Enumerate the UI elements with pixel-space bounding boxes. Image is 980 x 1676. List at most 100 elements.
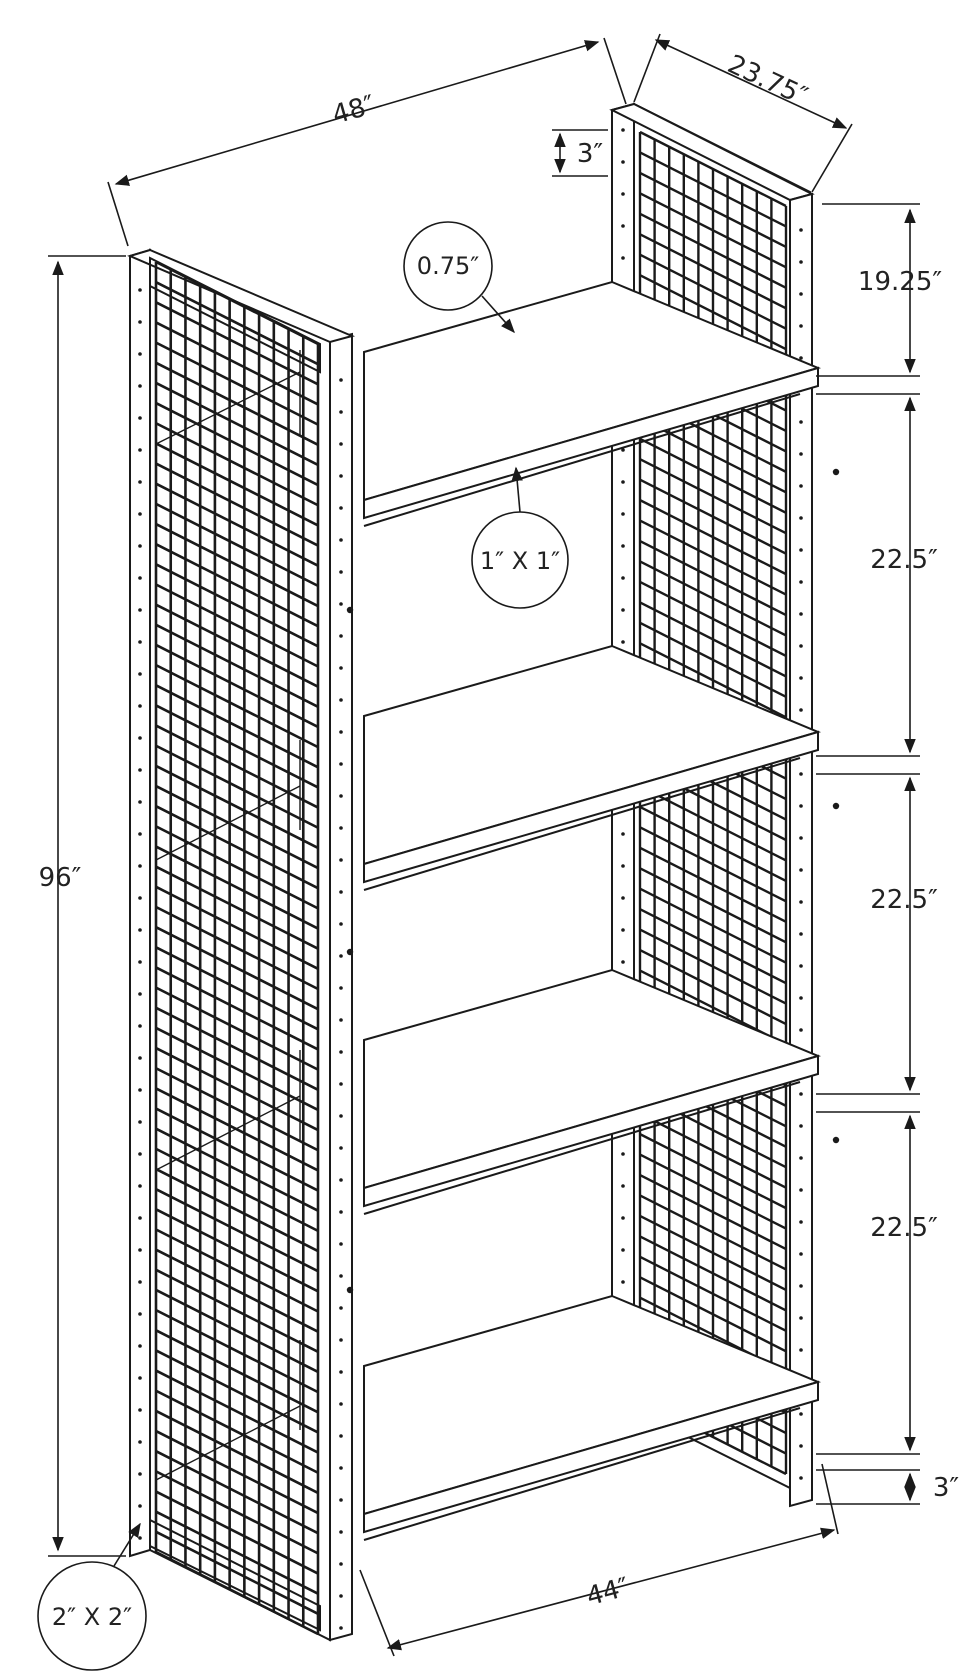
post-hole xyxy=(138,704,142,708)
post-hole xyxy=(138,928,142,932)
post-hole xyxy=(621,896,625,900)
front-grid-horizontal-wire xyxy=(155,1349,319,1434)
rear-grid-horizontal-wire xyxy=(639,560,787,637)
front-grid-horizontal-wire xyxy=(155,1288,319,1374)
post-hole xyxy=(799,1188,803,1192)
front-grid-horizontal-wire xyxy=(155,1308,319,1394)
post-hole xyxy=(138,1280,142,1284)
post-hole xyxy=(339,1146,343,1150)
rear-grid-horizontal-wire xyxy=(639,253,787,330)
post-hole xyxy=(799,1124,803,1128)
rear-grid-horizontal-wire xyxy=(639,130,787,208)
post-hole xyxy=(339,1274,343,1278)
post-hole xyxy=(339,986,343,990)
rear-grid-horizontal-wire xyxy=(639,1194,787,1271)
front-grid-horizontal-wire xyxy=(155,946,319,1031)
shelf-underside-line xyxy=(363,1407,801,1541)
bolt-hole xyxy=(832,802,840,810)
post-hole xyxy=(339,922,343,926)
shelf-front-edge xyxy=(363,1054,819,1208)
post-hole xyxy=(799,1412,803,1416)
post-hole xyxy=(339,858,343,862)
inner-width-label: 44″ xyxy=(583,1572,632,1612)
shelf-underside-line xyxy=(363,757,801,891)
post-hole xyxy=(799,836,803,840)
post-hole xyxy=(138,1056,142,1060)
post-hole xyxy=(621,512,625,516)
post-hole xyxy=(799,516,803,520)
post-hole xyxy=(138,480,142,484)
post-hole xyxy=(621,192,625,196)
shelf-thickness-label: 0.75″ xyxy=(417,252,479,280)
post-hole xyxy=(339,1562,343,1566)
front-grid-horizontal-wire xyxy=(155,1470,319,1555)
front-grid-horizontal-wire xyxy=(155,966,319,1051)
rear-grid-horizontal-wire xyxy=(639,499,787,576)
post-hole xyxy=(339,1434,343,1438)
rear-grid-horizontal-wire xyxy=(639,539,787,617)
post-hole xyxy=(339,1370,343,1374)
post-hole xyxy=(339,538,343,542)
top-offset-label: 3″ xyxy=(577,139,604,169)
post-hole xyxy=(799,292,803,296)
post-hole xyxy=(339,602,343,606)
post-hole xyxy=(339,1178,343,1182)
front-grid-horizontal-wire xyxy=(155,1127,319,1212)
post-hole xyxy=(799,1316,803,1320)
rear-grid-horizontal-wire xyxy=(639,233,787,310)
post-hole xyxy=(339,954,343,958)
post-hole xyxy=(621,480,625,484)
post-hole xyxy=(799,1444,803,1448)
shelf-thickness-callout-circle xyxy=(403,221,493,311)
front-grid-horizontal-wire xyxy=(155,321,319,406)
front-grid-horizontal-wire xyxy=(155,543,319,628)
post-hole xyxy=(339,698,343,702)
rear-grid-horizontal-wire xyxy=(639,580,787,658)
front-grid-horizontal-wire xyxy=(155,1510,319,1595)
post-hole xyxy=(339,1594,343,1598)
post-hole xyxy=(138,576,142,580)
front-grid-horizontal-wire xyxy=(155,1006,319,1091)
post-hole xyxy=(339,1466,343,1470)
front-grid-horizontal-wire xyxy=(155,825,319,910)
bolt-hole xyxy=(832,468,840,476)
front-grid-horizontal-wire xyxy=(155,603,319,688)
bolt-hole xyxy=(346,606,354,614)
post-hole xyxy=(339,1018,343,1022)
post-hole xyxy=(138,1120,142,1124)
rear-grid-horizontal-wire xyxy=(639,1133,787,1210)
shelf-front-edge xyxy=(363,1380,819,1534)
rear-grid-horizontal-wire xyxy=(639,151,787,228)
front-grid-horizontal-wire xyxy=(155,563,319,648)
front-grid-horizontal-wire xyxy=(155,1188,319,1273)
front-grid-horizontal-wire xyxy=(155,1228,319,1313)
post-hole xyxy=(138,1504,142,1508)
post-hole xyxy=(138,1312,142,1316)
gap-1-label: 22.5″ xyxy=(870,545,938,575)
post-hole xyxy=(339,634,343,638)
front-grid-horizontal-wire xyxy=(155,1268,319,1353)
gap-3-label: 22.5″ xyxy=(870,1213,938,1243)
post-hole xyxy=(621,1248,625,1252)
front-grid-horizontal-wire xyxy=(155,885,319,971)
post-hole xyxy=(138,736,142,740)
rear-grid-horizontal-wire xyxy=(639,887,787,964)
top-gap-label: 19.25″ xyxy=(858,267,942,297)
post-hole xyxy=(138,864,142,868)
rear-grid-horizontal-wire xyxy=(639,1214,787,1292)
grid-size-label: 1″ X 1″ xyxy=(480,547,560,575)
front-grid-horizontal-wire xyxy=(155,1046,319,1132)
rear-grid-horizontal-wire xyxy=(639,519,787,596)
post-hole xyxy=(339,826,343,830)
post-hole xyxy=(339,730,343,734)
bolt-hole xyxy=(832,1136,840,1144)
front-grid-crossbar xyxy=(155,371,301,445)
post-hole xyxy=(621,544,625,548)
post-hole xyxy=(339,1338,343,1342)
post-hole xyxy=(339,1082,343,1086)
post-hole xyxy=(138,768,142,772)
rear-grid-horizontal-wire xyxy=(639,805,787,882)
rear-grid-horizontal-wire xyxy=(639,478,787,555)
front-grid-horizontal-wire xyxy=(155,724,319,809)
post-hole xyxy=(339,1242,343,1246)
